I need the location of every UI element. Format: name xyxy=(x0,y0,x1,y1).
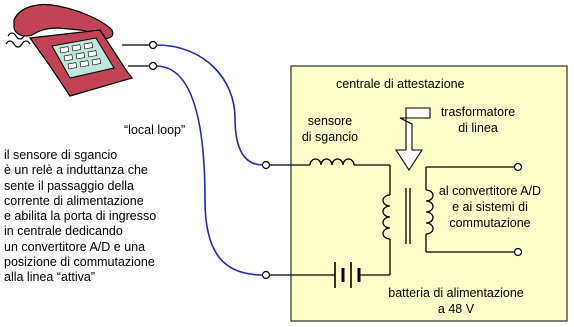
phone-terminals xyxy=(122,40,158,71)
description-line: un convertitore A/D e una xyxy=(4,239,146,254)
description-line: il sensore di sgancio xyxy=(4,148,118,162)
office-terminal-top xyxy=(261,160,271,170)
description-line: posizione di commutazione xyxy=(4,255,155,270)
local-loop-label: “local loop” xyxy=(124,123,185,137)
converter-label-1: al convertitore A/D xyxy=(439,184,541,198)
battery-symbol xyxy=(269,262,390,288)
transformer-symbol xyxy=(382,166,515,275)
battery-label-2: a 48 V xyxy=(438,302,475,316)
battery-label-1: batteria di alimentazione xyxy=(388,286,524,300)
transformer-label-1: trasformatore xyxy=(441,105,515,119)
description-line: sente il passaggio della xyxy=(4,178,134,193)
office-title: centrale di attestazione xyxy=(336,77,465,91)
hook-sensor-description: il sensore di sgancio è un relè a indutt… xyxy=(4,148,214,286)
hook-sensor-label-1: sensore xyxy=(308,114,353,128)
telephone-icon xyxy=(5,3,134,97)
local-loop-wires xyxy=(155,44,264,276)
inductor-symbol xyxy=(269,158,391,195)
description-line: e abilita la porta di ingresso xyxy=(4,209,157,224)
transformer-label-2: di linea xyxy=(458,121,498,135)
description-line: è un relè a induttanza che xyxy=(4,163,148,178)
converter-label-2: e ai sistemi di xyxy=(452,200,528,214)
description-line: alla linea “attiva” xyxy=(4,270,96,285)
description-line: corrente di alimentazione xyxy=(4,193,144,208)
down-arrow-icon xyxy=(394,107,431,172)
converter-terminal-bottom xyxy=(513,247,523,257)
hook-sensor-label-2: di sgancio xyxy=(302,130,358,144)
office-terminal-bottom xyxy=(261,270,271,280)
description-line: in centrale dedicando xyxy=(4,224,123,239)
converter-label-3: commutazione xyxy=(449,216,530,230)
converter-terminal-top xyxy=(513,162,523,172)
